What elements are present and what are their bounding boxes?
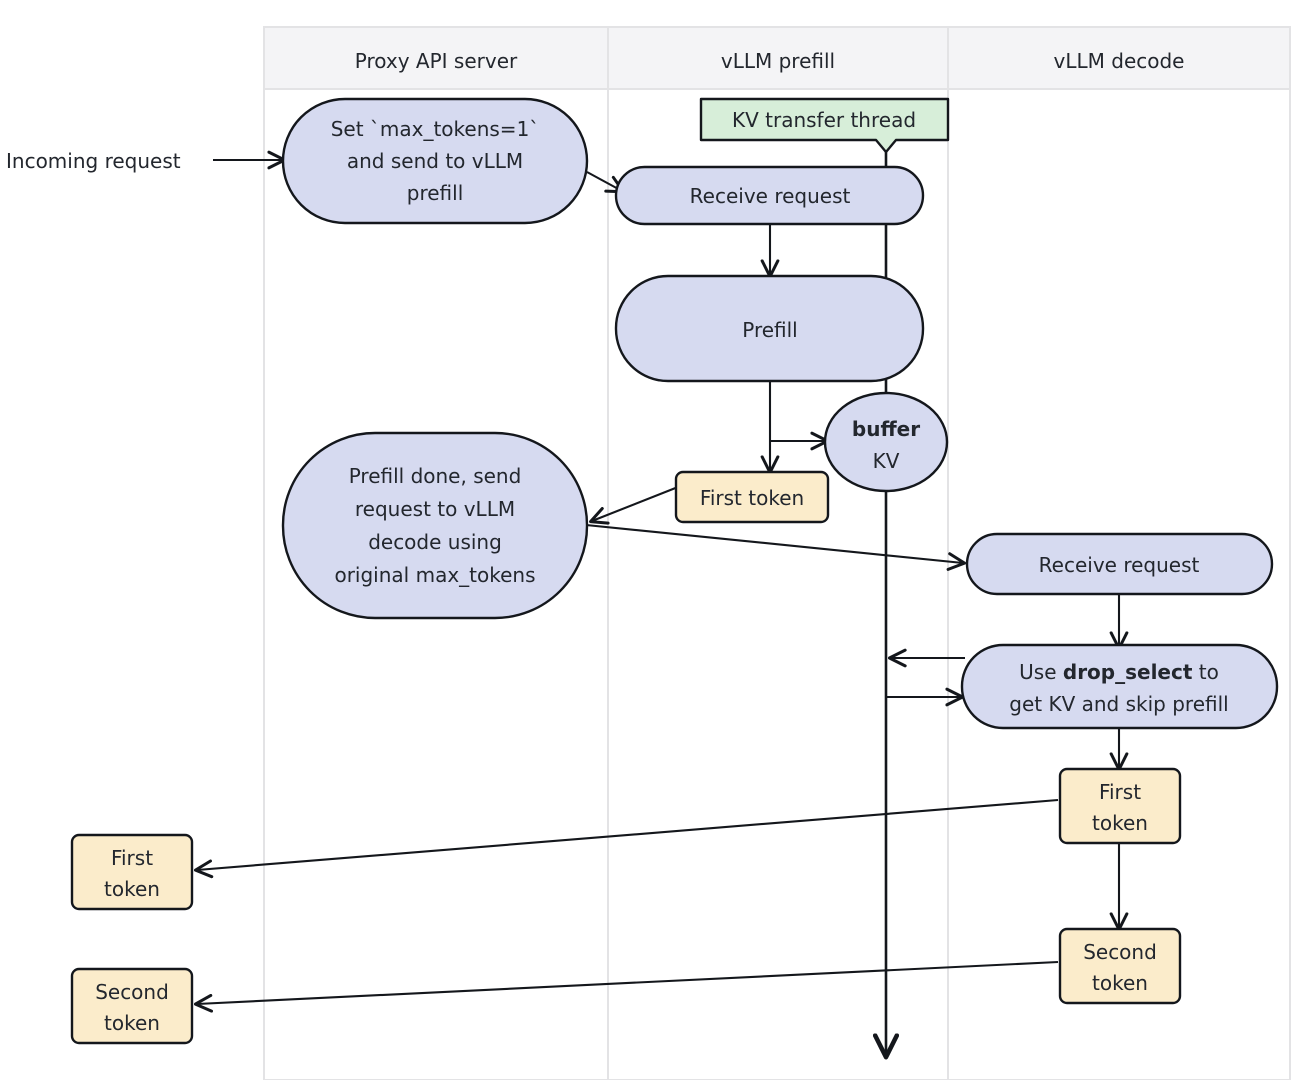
lane-header-proxy: Proxy API server xyxy=(355,49,518,73)
node-proxy-first-token[interactable]: First token xyxy=(70,833,194,911)
drop-select-text-to: to xyxy=(1192,660,1218,684)
prefill-done-line-2: request to vLLM xyxy=(355,497,515,521)
node-decode-receive-request[interactable]: Receive request xyxy=(965,532,1274,596)
edge-prefill-done-to-decode-receive xyxy=(585,523,967,571)
proxy-first-token-line-2: token xyxy=(104,877,160,901)
prefill-shape xyxy=(614,274,925,383)
buffer-kv-shape xyxy=(823,391,949,493)
swimlane-header-band xyxy=(263,26,1291,90)
edge-first-token-to-prefill-done xyxy=(589,486,679,525)
node-set-max-tokens[interactable]: Set `max_tokens=1` and send to vLLM pref… xyxy=(281,97,589,225)
drop-select-line-1: Use drop_select to xyxy=(1019,660,1219,684)
prefill-first-token-shape xyxy=(674,470,830,524)
node-prefill-receive-request[interactable]: Receive request xyxy=(614,165,925,226)
decode-second-token-shape xyxy=(1058,927,1182,1005)
lane-header-prefill: vLLM prefill xyxy=(721,49,835,73)
prefill-label: Prefill xyxy=(742,318,798,342)
decode-receive-request-label: Receive request xyxy=(1039,553,1200,577)
buffer-kv-label-kv: KV xyxy=(873,449,900,473)
set-max-tokens-line-1: Set `max_tokens=1` xyxy=(331,117,540,141)
set-max-tokens-shape xyxy=(281,97,589,225)
decode-receive-request-shape xyxy=(965,532,1274,596)
decode-second-token-line-2: token xyxy=(1092,971,1148,995)
prefill-done-shape xyxy=(281,431,589,620)
proxy-second-token-shape xyxy=(70,967,194,1045)
decode-first-token-line-2: token xyxy=(1092,811,1148,835)
kv-transfer-thread-label: KV transfer thread xyxy=(732,108,916,132)
edge-decode-first-to-proxy-first xyxy=(193,798,1059,879)
drop-select-shape xyxy=(960,643,1279,730)
prefill-done-line-1: Prefill done, send xyxy=(349,464,522,488)
prefill-first-token-label: First token xyxy=(700,486,804,510)
set-max-tokens-line-2: and send to vLLM xyxy=(347,149,523,173)
node-decode-first-token[interactable]: First token xyxy=(1058,767,1182,845)
node-prefill-done[interactable]: Prefill done, send request to vLLM decod… xyxy=(281,431,589,620)
node-decode-second-token[interactable]: Second token xyxy=(1058,927,1182,1005)
proxy-second-token-line-2: token xyxy=(104,1011,160,1035)
proxy-second-token-line-1: Second xyxy=(95,980,169,1004)
proxy-first-token-line-1: First xyxy=(111,846,153,870)
edge-layer xyxy=(193,150,1129,1013)
decode-first-token-line-1: First xyxy=(1099,780,1141,804)
buffer-kv-label-buffer: buffer xyxy=(852,417,920,441)
incoming-request-label: Incoming request xyxy=(6,149,181,173)
prefill-done-line-3: decode using xyxy=(368,530,502,554)
drop-select-line-2: get KV and skip prefill xyxy=(1009,692,1228,716)
prefill-done-line-4: original max_tokens xyxy=(334,563,535,587)
proxy-first-token-shape xyxy=(70,833,194,911)
node-prefill-first-token[interactable]: First token xyxy=(674,470,830,524)
node-buffer-kv[interactable]: buffer KV xyxy=(823,391,949,493)
decode-second-token-line-1: Second xyxy=(1083,940,1157,964)
node-kv-transfer-thread[interactable]: KV transfer thread xyxy=(699,97,950,154)
prefill-receive-request-shape xyxy=(614,165,925,226)
set-max-tokens-line-3: prefill xyxy=(407,181,464,205)
lane-header-decode: vLLM decode xyxy=(1054,49,1185,73)
node-prefill[interactable]: Prefill xyxy=(614,274,925,383)
prefill-receive-request-label: Receive request xyxy=(690,184,851,208)
kv-transfer-thread-note-shape xyxy=(699,97,950,154)
drop-select-text-use: Use xyxy=(1019,660,1063,684)
node-proxy-second-token[interactable]: Second token xyxy=(70,967,194,1045)
decode-first-token-shape xyxy=(1058,767,1182,845)
edge-decode-second-to-proxy-second xyxy=(193,960,1059,1013)
drop-select-text-keyword: drop_select xyxy=(1063,660,1193,684)
node-drop-select[interactable]: Use drop_select to get KV and skip prefi… xyxy=(960,643,1279,730)
